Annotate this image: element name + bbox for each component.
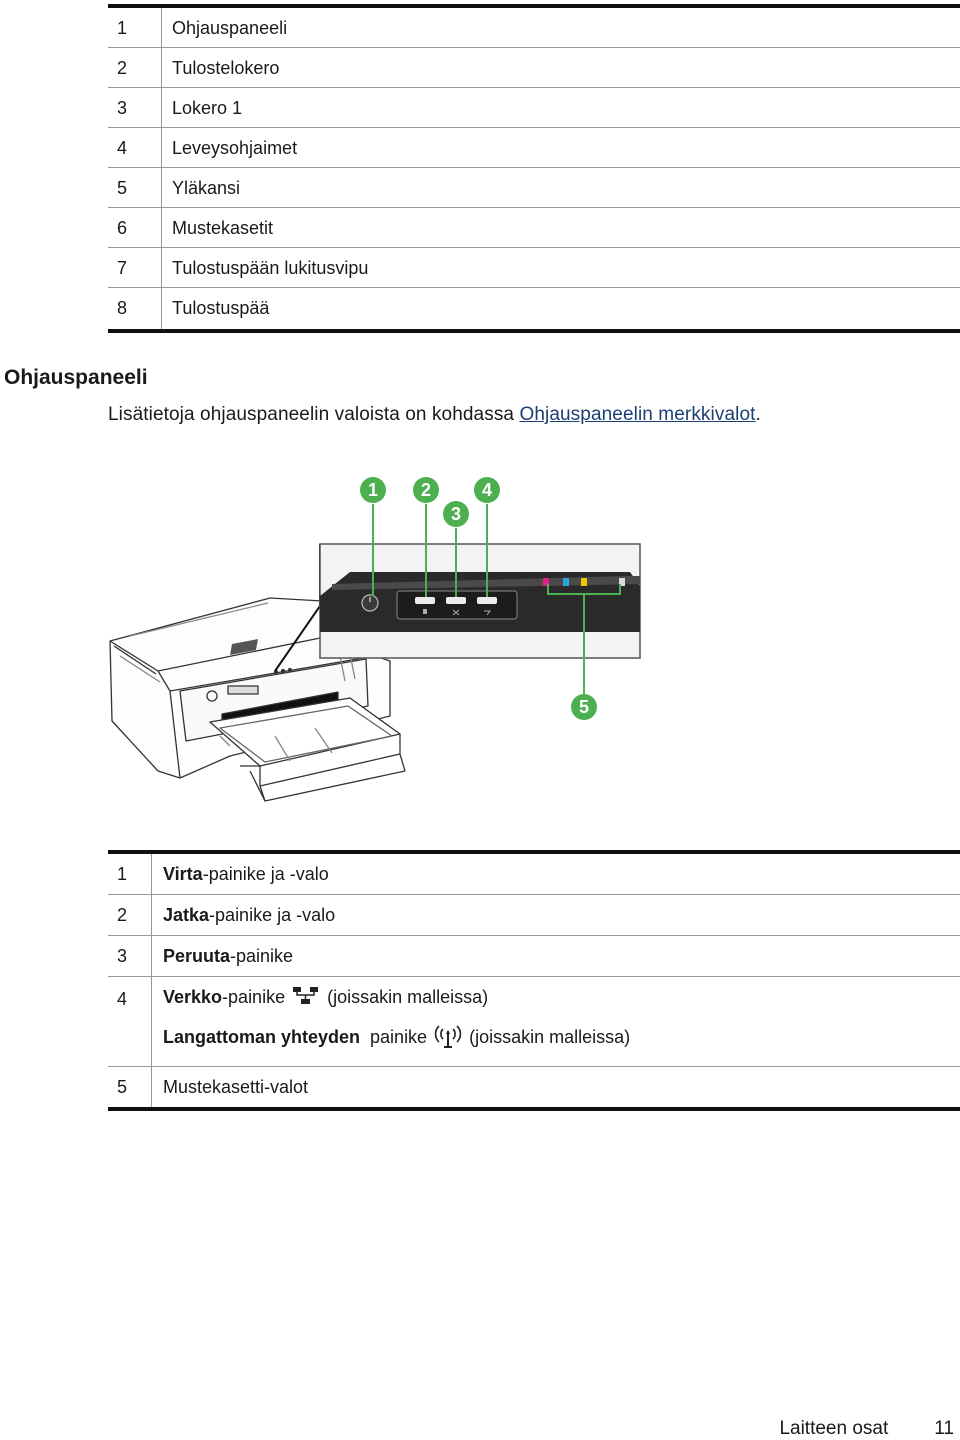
row-label: Virta-painike ja -valo <box>152 854 329 894</box>
row-number: 3 <box>108 936 152 976</box>
callout-1: 1 <box>360 477 386 503</box>
table-row: 6 Mustekasetit <box>108 208 960 248</box>
ink-light-1 <box>543 578 549 586</box>
network-line: Verkko-painike (joissakin malleissa) <box>163 977 630 1017</box>
table-row: 3 Peruuta-painike <box>108 936 960 977</box>
row-label: Tulostuspään lukitusvipu <box>172 258 369 278</box>
table-row: 5 Yläkansi <box>108 168 960 208</box>
resume-symbol <box>423 609 427 614</box>
row-label: Jatka-painike ja -valo <box>152 895 335 935</box>
table-row: 3 Lokero 1 <box>108 88 960 128</box>
callout-2: 2 <box>413 477 439 503</box>
label-bold: Peruuta <box>163 946 231 966</box>
row-label: Yläkansi <box>172 178 241 198</box>
row-label: Mustekasetit <box>172 218 274 238</box>
row-label: Tulostuspää <box>172 298 270 318</box>
section-heading: Ohjauspaneeli <box>4 366 148 389</box>
intro-paragraph: Lisätietoja ohjauspaneelin valoista on k… <box>108 404 761 426</box>
row-label: Leveysohjaimet <box>172 138 298 158</box>
row-number: 5 <box>108 168 162 207</box>
label-rest: -painike <box>230 946 294 966</box>
table-row: 8 Tulostuspää <box>108 288 960 329</box>
table-row: 2 Jatka-painike ja -valo <box>108 895 960 936</box>
callout-lines <box>372 504 585 694</box>
row-label: Tulostelokero <box>172 58 280 78</box>
network-symbol <box>484 610 491 616</box>
page-number: 11 <box>934 1418 954 1439</box>
control-panel-zoom <box>319 543 641 659</box>
page-footer: Laitteen osat 11 <box>779 1418 954 1440</box>
row-number: 6 <box>108 208 162 247</box>
row-label: Lokero 1 <box>172 98 243 118</box>
svg-text:3: 3 <box>451 504 461 524</box>
wireless-icon <box>433 1023 463 1052</box>
label-bold: Langattoman yhteyden <box>163 1027 361 1047</box>
row-number: 1 <box>108 8 162 47</box>
table-row: 1 Virta-painike ja -valo <box>108 854 960 895</box>
table-row: 7 Tulostuspään lukitusvipu <box>108 248 960 288</box>
callout-3: 3 <box>443 501 469 527</box>
table-row: 2 Tulostelokero <box>108 48 960 88</box>
row-number: 4 <box>108 977 152 1066</box>
svg-text:1: 1 <box>368 480 378 500</box>
label-rest: -painike <box>222 987 286 1007</box>
resume-button <box>415 597 435 604</box>
row-number: 3 <box>108 88 162 127</box>
row-number: 1 <box>108 854 152 894</box>
row-label: Mustekasetti-valot <box>163 1077 309 1097</box>
cancel-button <box>446 597 466 604</box>
ink-light-2 <box>563 578 569 586</box>
label-rest: -painike ja -valo <box>202 864 329 884</box>
ink-light-3 <box>581 578 587 586</box>
label-bold: Verkko <box>163 987 223 1007</box>
power-button <box>361 594 379 612</box>
network-icon <box>291 986 321 1009</box>
network-button <box>477 597 497 604</box>
controls-table: 1 Virta-painike ja -valo 2 Jatka-painike… <box>108 850 960 1111</box>
control-panel-lights-link[interactable]: Ohjauspaneelin merkkivalot <box>519 404 756 425</box>
table-row: 4 Leveysohjaimet <box>108 128 960 168</box>
ink-lights <box>543 578 625 586</box>
table-row: 5 Mustekasetti-valot <box>108 1067 960 1107</box>
row-number: 2 <box>108 895 152 935</box>
label-bold: Virta <box>163 864 203 884</box>
table-row: 4 Verkko-painike (joissakin malleissa) L… <box>108 977 960 1067</box>
intro-end: . <box>755 404 761 425</box>
row-number: 2 <box>108 48 162 87</box>
row-number: 4 <box>108 128 162 167</box>
footer-section-title: Laitteen osat <box>779 1418 889 1439</box>
row-label: Ohjauspaneeli <box>172 18 288 38</box>
wireless-line: Langattoman yhteyden painike (joissakin m… <box>163 1017 630 1057</box>
row-label: Verkko-painike (joissakin malleissa) Lan… <box>152 977 630 1066</box>
row-number: 5 <box>108 1067 152 1107</box>
row-label: Peruuta-painike <box>152 936 293 976</box>
callout-5: 5 <box>571 694 597 720</box>
callout-4: 4 <box>474 477 500 503</box>
label-rest: painike <box>370 1027 428 1047</box>
label-suffix: (joissakin malleissa) <box>469 1027 631 1047</box>
cancel-symbol <box>452 609 460 616</box>
label-rest: -painike ja -valo <box>209 905 336 925</box>
intro-text: Lisätietoja ohjauspaneelin valoista on k… <box>108 404 520 425</box>
label-suffix: (joissakin malleissa) <box>327 987 489 1007</box>
svg-text:4: 4 <box>482 480 492 500</box>
table-row: 1 Ohjauspaneeli <box>108 8 960 48</box>
svg-text:5: 5 <box>579 697 589 717</box>
ink-light-4 <box>619 578 625 586</box>
svg-text:2: 2 <box>421 480 431 500</box>
row-number: 8 <box>108 288 162 329</box>
row-number: 7 <box>108 248 162 287</box>
label-bold: Jatka <box>163 905 210 925</box>
